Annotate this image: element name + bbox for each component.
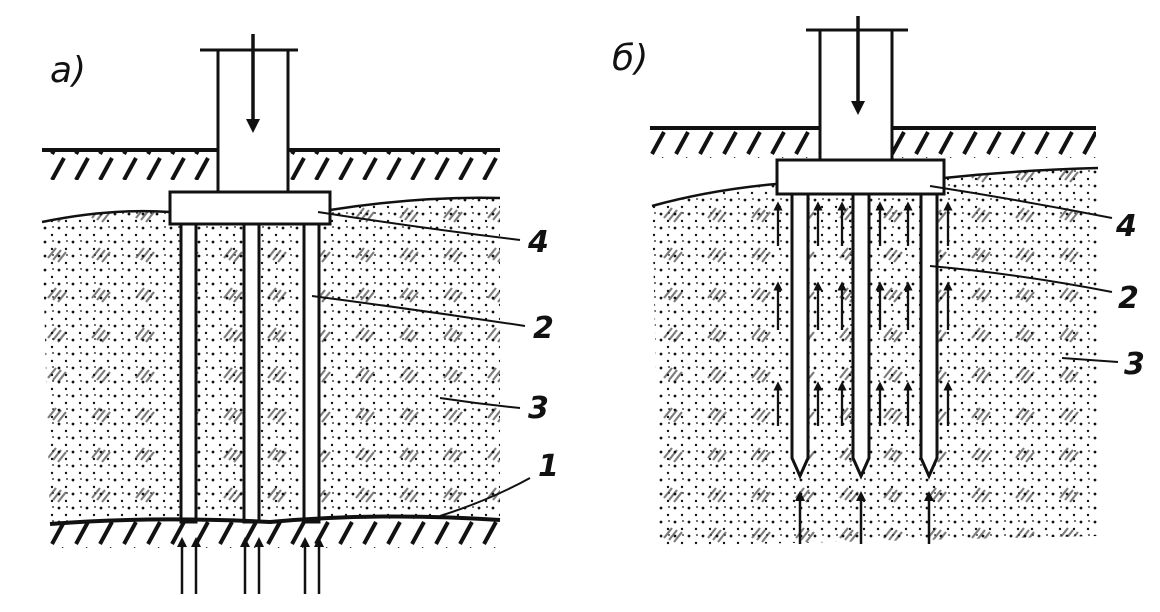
panel-b: б) bbox=[612, 16, 1145, 546]
bearing-layer-line-a bbox=[49, 514, 501, 526]
tip-reaction-arrows-a bbox=[177, 537, 324, 594]
soil-surface-line-a bbox=[41, 196, 501, 224]
pile bbox=[242, 222, 261, 524]
bearing-layer-hatch-a bbox=[50, 516, 500, 548]
ground-hatch-a bbox=[42, 150, 218, 180]
panel-b-label: б) bbox=[612, 38, 648, 79]
label-pile-b: 2 bbox=[1118, 281, 1139, 316]
tip-reaction-arrows-b bbox=[795, 491, 934, 544]
pile-cap-a bbox=[168, 190, 332, 226]
pile bbox=[790, 192, 810, 480]
label-soil-b: 3 bbox=[1124, 347, 1145, 382]
pile-cap-b bbox=[775, 158, 946, 196]
label-bearing-layer-a: 1 bbox=[538, 449, 559, 484]
pile bbox=[851, 192, 871, 480]
panel-a-label: а) bbox=[50, 50, 86, 91]
friction-arrows-b bbox=[773, 201, 953, 426]
label-soil-a: 3 bbox=[528, 391, 549, 426]
ground-hatch-b bbox=[650, 128, 820, 158]
panel-a: а) bbox=[41, 34, 559, 594]
label-pile-a: 2 bbox=[533, 311, 554, 346]
label-cap-b: 4 bbox=[1115, 209, 1137, 244]
column-b bbox=[818, 28, 894, 162]
pile bbox=[302, 222, 321, 524]
pile bbox=[919, 192, 939, 480]
label-cap-a: 4 bbox=[527, 225, 549, 260]
soil-surface-line-b bbox=[651, 166, 1099, 208]
piles-a bbox=[179, 222, 321, 524]
piles-b bbox=[790, 192, 939, 480]
pile bbox=[179, 222, 198, 524]
